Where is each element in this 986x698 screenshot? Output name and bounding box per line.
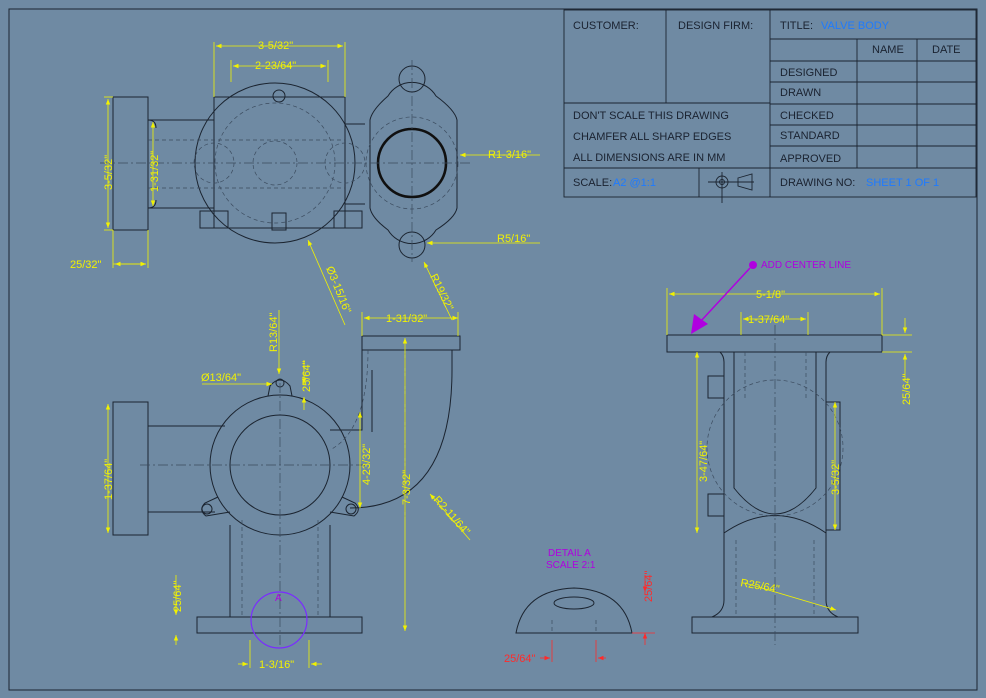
dim-r25-64: R25/64" bbox=[739, 577, 780, 596]
drawn-row-label: DRAWN bbox=[780, 87, 821, 99]
annotation-dot-icon bbox=[749, 261, 757, 269]
side-view-dimensions: 5-1/8" 1-37/64" 25/64" 3-47/64" 3-5/32" … bbox=[666, 288, 913, 611]
title-value: VALVE BODY bbox=[821, 20, 890, 32]
design-firm-label: DESIGN FIRM: bbox=[678, 20, 753, 32]
dim-3-47-64: 3-47/64" bbox=[698, 441, 710, 482]
date-header: DATE bbox=[932, 44, 961, 56]
projection-symbol-icon bbox=[708, 172, 754, 203]
dim-1-31-32-front: 1-31/32" bbox=[386, 313, 427, 325]
dim-3-5-32-top: 3-5/32" bbox=[258, 40, 293, 52]
detail-a-view: DETAIL A SCALE 2:1 25/64" 25/64" bbox=[504, 548, 655, 665]
note-no-scale: DON'T SCALE THIS DRAWING bbox=[573, 110, 729, 122]
dim-4-23-32: 4-23/32" bbox=[361, 444, 373, 485]
standard-row-label: STANDARD bbox=[780, 130, 840, 142]
dim-25-64-side: 25/64" bbox=[901, 373, 913, 405]
dim-r5-16: R5/16" bbox=[497, 233, 530, 245]
detail-a-callout-label: A bbox=[275, 593, 282, 604]
dim-1-31-32-left: 1-31/32" bbox=[149, 151, 161, 192]
top-view bbox=[100, 60, 470, 262]
customer-label: CUSTOMER: bbox=[573, 20, 639, 32]
drawing-no-value: SHEET 1 OF 1 bbox=[866, 177, 939, 189]
title-label: TITLE: bbox=[780, 20, 813, 32]
detail-a-callout-circle bbox=[250, 591, 308, 649]
detail-a-scale: SCALE 2:1 bbox=[546, 560, 596, 571]
detail-a-title: DETAIL A bbox=[548, 548, 591, 559]
dim-25-32: 25/32" bbox=[70, 259, 102, 271]
scale-label: SCALE: bbox=[573, 177, 612, 189]
dim-2-23-64: 2-23/64" bbox=[255, 60, 296, 72]
annotation-arrow-icon bbox=[691, 314, 708, 334]
checked-row-label: CHECKED bbox=[780, 110, 834, 122]
detail-dim-25-64-h: 25/64" bbox=[504, 653, 536, 665]
dim-7-3-32: 7-3/32" bbox=[401, 470, 413, 505]
scale-value: A2 @1:1 bbox=[613, 177, 656, 189]
dim-25-64-boss: 25/64" bbox=[301, 360, 313, 392]
dim-r19-32: R19/32" bbox=[427, 272, 455, 313]
side-view bbox=[666, 325, 883, 645]
add-center-line-annotation[interactable]: ADD CENTER LINE bbox=[691, 260, 851, 334]
dim-3-5-32-left: 3-5/32" bbox=[103, 155, 115, 190]
annotation-text: ADD CENTER LINE bbox=[761, 260, 851, 271]
dim-dia3-15-16: Ø3-15/16" bbox=[323, 265, 353, 316]
designed-row-label: DESIGNED bbox=[780, 67, 838, 79]
note-chamfer: CHAMFER ALL SHARP EDGES bbox=[573, 131, 731, 143]
dim-r1-3-16: R1-3/16" bbox=[488, 149, 531, 161]
front-view bbox=[112, 335, 461, 649]
dim-3-5-32-side: 3-5/32" bbox=[830, 460, 842, 495]
dim-r2-11-64: R2-11/64" bbox=[431, 494, 472, 538]
sheet-border bbox=[8, 8, 978, 691]
dim-dia13-64: Ø13/64" bbox=[201, 372, 241, 384]
top-view-dimensions: 3-5/32" 2-23/64" 3-5/32" 1-31/32" 25/32"… bbox=[70, 40, 540, 326]
dim-5-1-8: 5-1/8" bbox=[756, 289, 785, 301]
drawing-no-label: DRAWING NO: bbox=[780, 177, 855, 189]
note-units: ALL DIMENSIONS ARE IN MM bbox=[573, 152, 725, 164]
title-block: CUSTOMER: DESIGN FIRM: TITLE: VALVE BODY… bbox=[563, 9, 977, 203]
dim-1-37-64-left: 1-37/64" bbox=[103, 459, 115, 500]
dim-1-3-16: 1-3/16" bbox=[259, 659, 294, 671]
dim-1-37-64-side: 1-37/64" bbox=[748, 314, 789, 326]
dim-25-64-foot: 25/64" bbox=[172, 580, 184, 612]
approved-row-label: APPROVED bbox=[780, 153, 841, 165]
name-header: NAME bbox=[872, 44, 904, 56]
dim-r13-64: R13/64" bbox=[268, 313, 280, 352]
detail-dim-25-64-v: 25/64" bbox=[643, 570, 655, 602]
